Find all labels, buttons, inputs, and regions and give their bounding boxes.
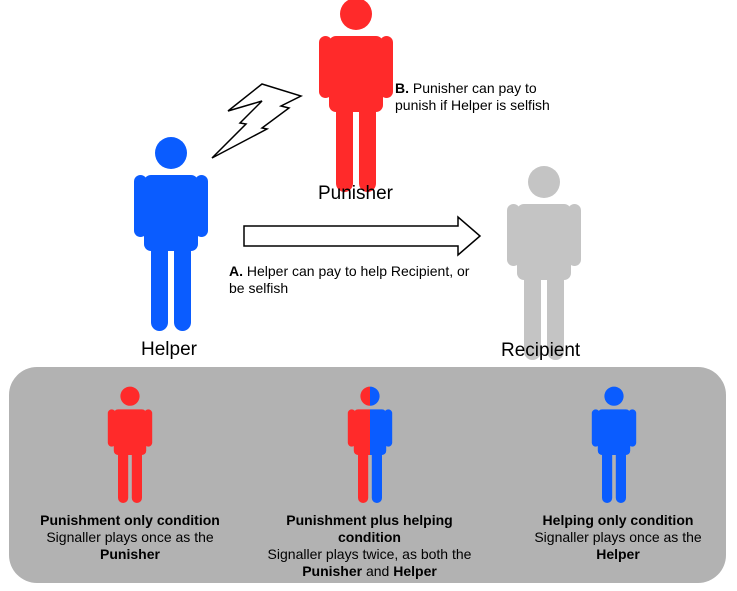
helper-figure [134,137,208,331]
note-b-text: Punisher can pay to punish if Helper is … [395,80,550,113]
condition-desc-joiner: and [365,563,390,579]
condition-desc: Signaller plays once as the [534,529,702,545]
condition-desc: Signaller plays once as the [46,529,214,545]
lightning-bolt-icon [211,83,304,159]
condition-desc: Signaller plays twice, as both the Punis… [257,546,482,580]
recipient-figure [507,166,581,360]
note-a-letter: A. [229,263,243,279]
note-b: B. Punisher can pay to punish if Helper … [395,80,570,114]
helper-label: Helper [141,339,197,360]
note-a: A. Helper can pay to help Recipient, or … [229,263,484,297]
note-a-text: Helper can pay to help Recipient, or be … [229,263,470,296]
note-b-letter: B. [395,80,409,96]
recipient-label: Recipient [501,340,581,361]
condition-role: Helper [393,563,437,579]
condition-helping-only: Helping only condition Signaller plays o… [518,512,718,563]
condition-punishment-only: Punishment only condition Signaller play… [20,512,240,563]
condition-role: Punisher [100,546,160,562]
condition-title: Punishment plus helping condition [286,512,453,545]
punisher-label: Punisher [318,183,393,204]
condition-title: Punishment only condition [40,512,220,528]
condition-role: Punisher [302,563,363,579]
condition-desc-prefix: Signaller plays twice, as both the [267,546,472,562]
right-arrow-icon [243,215,482,257]
condition-punishment-plus-helping: Punishment plus helping condition Signal… [252,512,487,580]
punisher-figure [319,0,393,192]
condition-title: Helping only condition [542,512,694,528]
condition-role: Helper [596,546,640,562]
